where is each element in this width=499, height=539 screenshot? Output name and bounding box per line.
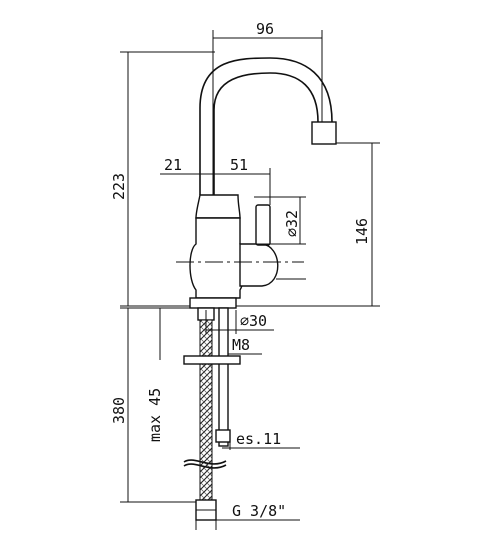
fixing-nut: [215, 429, 231, 443]
dim-base-diameter: ⌀30: [240, 312, 267, 330]
base-flange: [189, 297, 237, 309]
spout-outline-outer: [199, 57, 333, 195]
aerator: [311, 121, 337, 145]
braided-hose: [199, 319, 213, 501]
dim-connection-thread: G 3/8": [232, 502, 286, 520]
dimension-lines: [120, 30, 380, 530]
fixing-plate: [183, 355, 241, 365]
spout-outline-inner: [213, 72, 319, 195]
spout-collar: [195, 194, 241, 219]
dim-spout-reach: 96: [256, 20, 274, 38]
handle-hub: [239, 243, 279, 287]
mixer-body: [189, 217, 246, 299]
dim-handle-diameter: ⌀32: [283, 210, 301, 237]
handle-lever: [255, 204, 271, 246]
dim-hose-length: 380: [110, 397, 128, 424]
dim-max-deck-thickness: max 45: [146, 388, 164, 442]
dim-spout-height: 146: [353, 218, 371, 245]
dim-stud-thread: M8: [232, 336, 250, 354]
hose-break: [183, 459, 227, 469]
faucet-body: [176, 57, 337, 309]
dim-lever-offset: 21: [164, 156, 182, 174]
dim-wrench-size: es.11: [236, 430, 281, 448]
fixing-stud: [218, 307, 229, 447]
dim-total-height: 223: [110, 173, 128, 200]
dim-body-to-lever: 51: [230, 156, 248, 174]
underdeck-assembly: [183, 307, 241, 521]
